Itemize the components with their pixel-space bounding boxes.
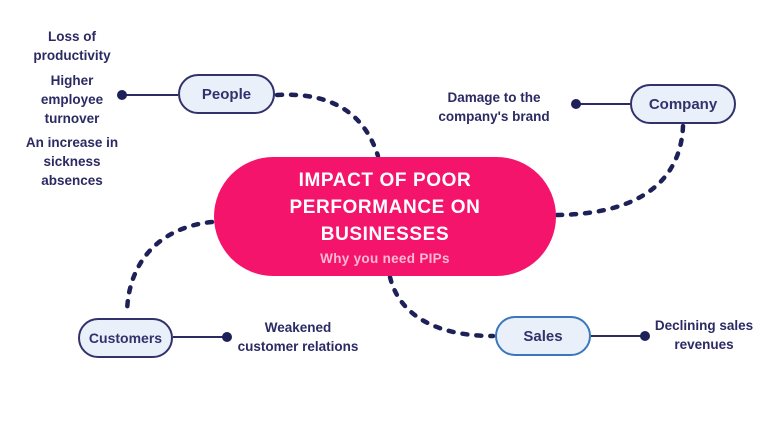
branch-node-company-label: Company	[648, 95, 718, 113]
connector-company-to-center	[554, 123, 686, 218]
company-item-damage-to-brand: Damage to the company's brand	[438, 90, 550, 124]
bullet-dot-customers	[222, 332, 232, 342]
bullet-dot-sales	[640, 331, 650, 341]
connector-people-to-center	[274, 92, 381, 159]
branch-node-sales-label: Sales	[523, 327, 563, 345]
connector-center-to-sales	[387, 274, 496, 339]
customers-item-weakened-relations: Weakened customer relations	[237, 320, 359, 354]
people-item-increase-sickness-absences: An increase in sickness absences	[25, 135, 119, 188]
people-item-loss-of-productivity: Loss of productivity	[33, 29, 111, 63]
central-topic-subtitle: Why you need PIPs	[320, 251, 450, 266]
branch-node-sales: Sales	[495, 316, 591, 356]
branch-node-customers: Customers	[78, 318, 173, 358]
central-topic-title: IMPACT OF POOR PERFORMANCE ON BUSINESSES	[289, 170, 481, 245]
bullet-dot-people	[117, 90, 127, 100]
bullet-dot-company	[571, 99, 581, 109]
branch-node-people-label: People	[201, 85, 252, 103]
branch-node-people: People	[178, 74, 275, 114]
branch-node-company: Company	[630, 84, 736, 124]
people-item-higher-employee-turnover: Higher employee turnover	[40, 73, 104, 126]
branch-node-customers-label: Customers	[88, 330, 163, 346]
connector-center-to-customers	[124, 219, 215, 318]
sales-item-declining-revenues: Declining sales revenues	[654, 318, 754, 352]
central-topic-node: IMPACT OF POOR PERFORMANCE ON BUSINESSES…	[214, 157, 556, 276]
